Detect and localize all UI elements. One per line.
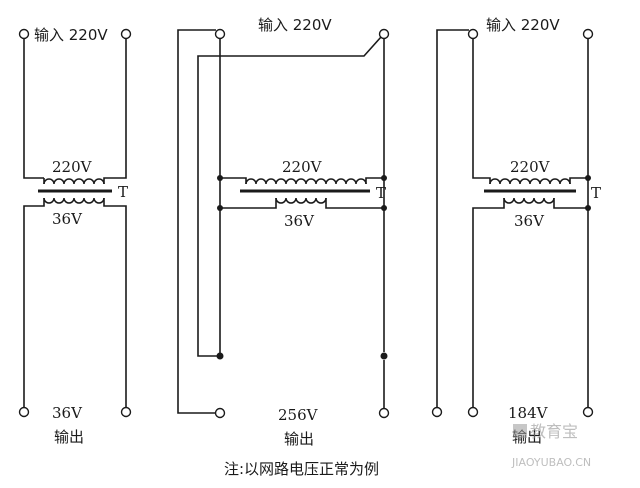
d3-output-voltage: 184V <box>508 404 549 422</box>
d2-secondary-label: 36V <box>284 212 315 230</box>
footnote: 注:以网路电压正常为例 <box>224 460 379 478</box>
d1-output-voltage: 36V <box>52 404 83 422</box>
d3-input-terminal-right <box>582 28 594 40</box>
d1-transformer-label: T <box>118 183 128 201</box>
d3-junction-primary-right <box>585 175 591 181</box>
d2-output-terminal-left <box>214 407 226 419</box>
d1-primary-wire-left <box>23 38 44 179</box>
d3-secondary-coil <box>503 197 555 204</box>
d1-secondary-label: 36V <box>52 210 83 228</box>
d1-output-terminal-right <box>120 406 132 418</box>
d3-secondary-lead-left <box>472 198 505 407</box>
d3-primary-lead-right <box>569 177 588 184</box>
d2-output-label: 输出 <box>284 430 314 448</box>
d1-input-label: 输入 220V <box>34 26 108 44</box>
watermark: 教育宝 JIAOYUBAO.CN <box>511 422 591 469</box>
d1-secondary-coil <box>43 197 105 204</box>
d1-secondary-wire-left <box>23 198 45 407</box>
d3-outer-wire-left <box>436 29 469 407</box>
d2-primary-coil <box>245 178 367 185</box>
d3-input-label: 输入 220V <box>486 16 560 34</box>
d3-transformer-label: T <box>591 184 601 202</box>
d2-output-terminal-right <box>378 407 390 419</box>
d3-primary-label: 220V <box>510 158 551 176</box>
diagram-1: 输入 220V 220V T 36V 36V 输出 <box>18 26 132 446</box>
d1-primary-wire-right <box>108 38 127 179</box>
d3-output-terminal-middle <box>467 406 479 418</box>
d2-cross-wire <box>197 36 382 357</box>
d2-output-voltage: 256V <box>278 406 319 424</box>
diagram-3: 输入 220V 220V T 36V 184V 输出 <box>431 16 601 446</box>
d1-primary-coil <box>43 178 105 185</box>
d2-outer-wire <box>177 29 216 414</box>
watermark-logo-icon <box>513 424 527 438</box>
d1-input-terminal-left <box>18 28 30 40</box>
watermark-title: 教育宝 <box>530 422 578 441</box>
d2-transformer-label: T <box>376 184 386 202</box>
d1-primary-coil-leads <box>43 177 108 184</box>
d1-input-terminal-right <box>120 28 132 40</box>
d3-output-terminal-left <box>431 406 443 418</box>
d3-primary-lead-left <box>472 38 491 184</box>
d2-terminal-inner-left <box>216 352 224 360</box>
d3-secondary-label: 36V <box>514 212 545 230</box>
d1-secondary-wire-right <box>103 198 127 407</box>
d3-junction-secondary-right <box>585 205 591 211</box>
d2-primary-label: 220V <box>282 158 323 176</box>
d3-output-terminal-right <box>582 406 594 418</box>
d2-secondary-coil <box>275 197 327 204</box>
d2-input-label: 输入 220V <box>258 16 332 34</box>
d3-input-terminal-left <box>467 28 479 40</box>
d2-input-terminal-left <box>214 28 226 40</box>
d3-secondary-lead-right <box>553 198 588 209</box>
watermark-url: JIAOYUBAO.CN <box>511 456 591 469</box>
diagram-2: 输入 220V 220V T 36V 256V 输出 <box>177 16 390 448</box>
d3-primary-coil <box>489 178 571 185</box>
d2-terminal-inner-right <box>380 352 388 360</box>
d1-primary-label: 220V <box>52 158 93 176</box>
d1-output-label: 输出 <box>54 428 84 446</box>
d2-secondary-leads <box>220 198 384 209</box>
d1-output-terminal-left <box>18 406 30 418</box>
